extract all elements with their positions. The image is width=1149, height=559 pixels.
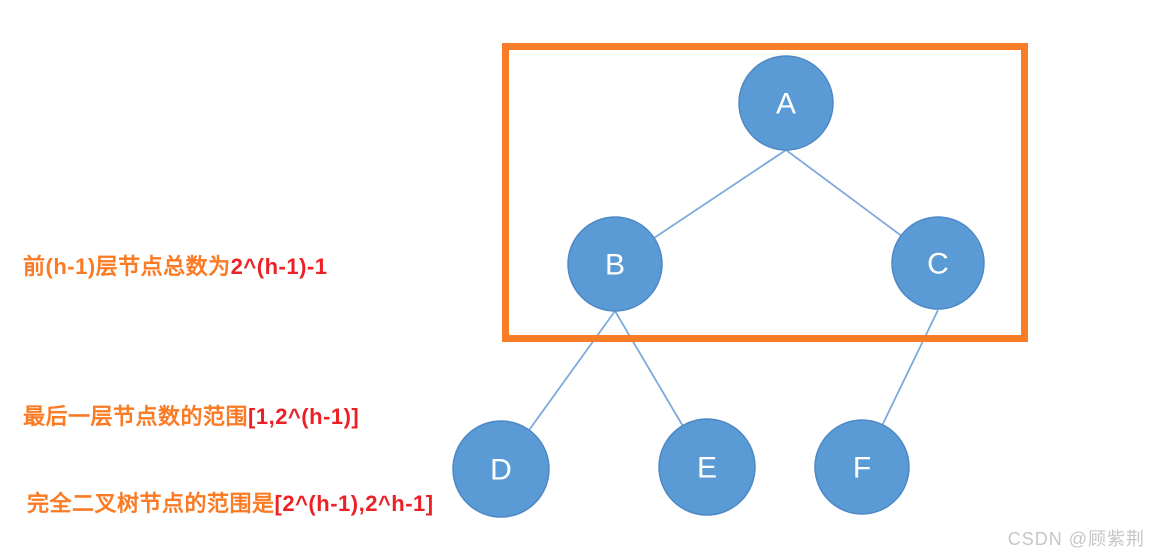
annotation-total-range: 完全二叉树节点的范围是[2^(h-1),2^h-1] [27, 491, 434, 516]
annotation-last-level-text: 最后一层节点数的范围 [23, 404, 249, 429]
node-a-label: A [776, 88, 796, 121]
watermark: CSDN @顾紫荆 [1007, 529, 1145, 549]
node-c-circle [891, 216, 985, 310]
node-e-circle [658, 418, 756, 516]
node-f-label: F [853, 452, 871, 485]
node-e-label: E [697, 452, 717, 485]
annotation-total-range-text: 完全二叉树节点的范围是 [27, 491, 275, 516]
annotation-last-level: 最后一层节点数的范围[1,2^(h-1)] [23, 404, 359, 429]
node-b-circle [567, 216, 663, 312]
node-d-label: D [490, 454, 512, 487]
annotation-total-range-formula: [2^(h-1),2^h-1] [274, 491, 434, 516]
node-f-circle [814, 419, 910, 515]
annotation-last-level-formula: [1,2^(h-1)] [248, 404, 360, 429]
annotation-upper-levels-text: 前(h-1)层节点总数为 [23, 254, 231, 279]
node-a-circle [738, 55, 834, 151]
node-d-circle [452, 420, 550, 518]
annotation-upper-levels: 前(h-1)层节点总数为2^(h-1)-1 [23, 254, 327, 279]
node-b-label: B [605, 249, 625, 282]
node-c-label: C [927, 248, 949, 281]
annotation-upper-levels-formula: 2^(h-1)-1 [230, 254, 328, 279]
highlight-box [502, 43, 1028, 342]
